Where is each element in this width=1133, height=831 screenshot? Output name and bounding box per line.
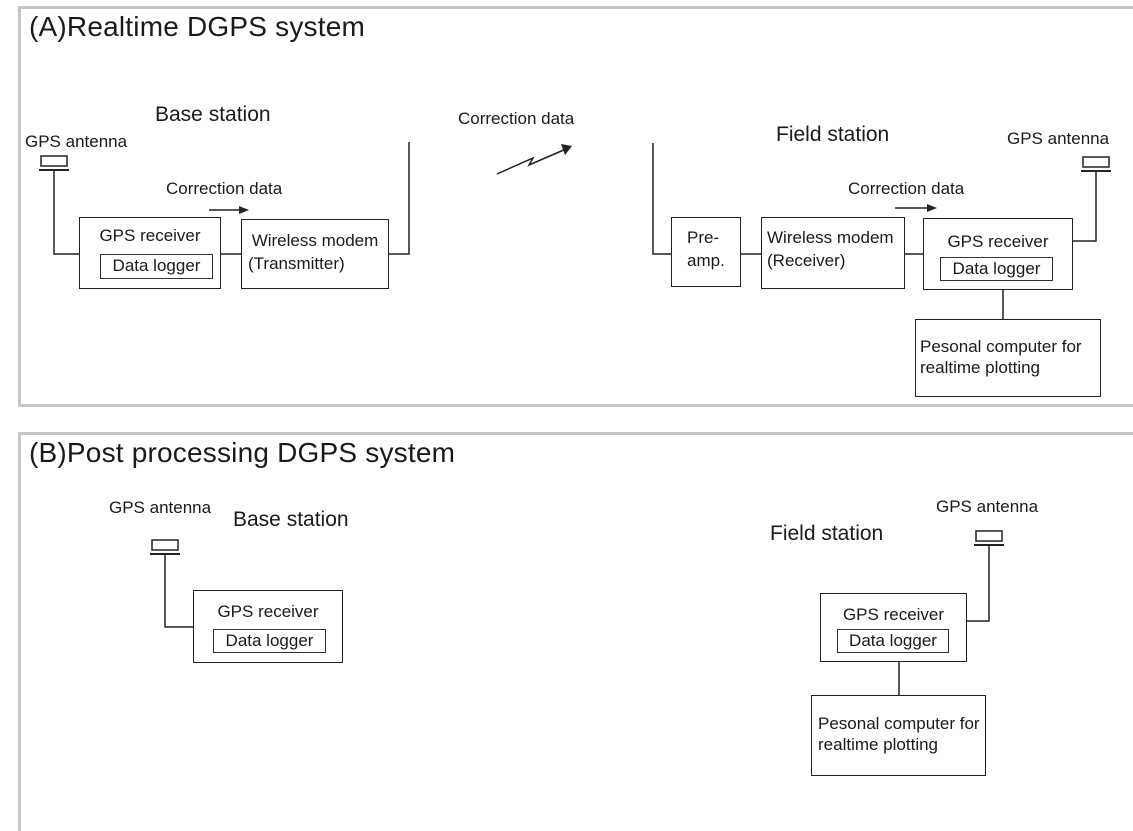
panel-b-title: (B)Post processing DGPS system xyxy=(29,437,456,468)
base-station-label: Base station xyxy=(155,103,271,126)
preamp-sublabel: amp. xyxy=(687,251,725,270)
arrow-right-icon xyxy=(209,206,249,214)
panel-realtime-dgps: (A)Realtime DGPS system xyxy=(18,6,1133,407)
gps-receiver-box: GPS receiver Data logger xyxy=(820,593,967,662)
modem-label: Wireless modem xyxy=(767,228,894,247)
gps-antenna-label: GPS antenna xyxy=(1007,129,1110,148)
data-logger-box: Data logger xyxy=(837,629,949,653)
gps-antenna-label: GPS antenna xyxy=(936,497,1039,516)
radio-link-arrow-icon xyxy=(496,144,572,175)
panel-post-processing-dgps: (B)Post processing DGPS system GPS anten… xyxy=(18,432,1133,831)
data-logger-box: Data logger xyxy=(100,254,213,279)
panel-a-title: (A)Realtime DGPS system xyxy=(29,11,365,42)
data-logger-box: Data logger xyxy=(940,257,1053,281)
gps-receiver-label: GPS receiver xyxy=(217,602,319,621)
gps-antenna-label: GPS antenna xyxy=(25,132,128,151)
gps-receiver-label: GPS receiver xyxy=(947,232,1049,251)
wireless-modem-transmitter-box: Wireless modem (Transmitter) xyxy=(241,219,389,289)
pc-label-line1: Pesonal computer for xyxy=(818,714,980,733)
gps-receiver-label: GPS receiver xyxy=(99,226,201,245)
gps-antenna-label: GPS antenna xyxy=(109,498,212,517)
preamp-label: Pre- xyxy=(687,228,720,247)
correction-data-label: Correction data xyxy=(848,179,965,198)
modem-sublabel: (Transmitter) xyxy=(248,254,345,273)
pc-label-line2: realtime plotting xyxy=(818,735,939,754)
gps-antenna-icon xyxy=(974,530,1004,551)
data-logger-box: Data logger xyxy=(213,629,326,653)
preamp-box: Pre- amp. xyxy=(671,217,741,287)
pc-label-line2: realtime plotting xyxy=(920,358,1041,377)
correction-data-label: Correction data xyxy=(166,179,283,198)
pc-label-line1: Pesonal computer for xyxy=(920,337,1082,356)
modem-label: Wireless modem xyxy=(251,231,379,250)
gps-receiver-label: GPS receiver xyxy=(842,605,945,624)
field-station-label: Field station xyxy=(776,123,890,146)
correction-data-label: Correction data xyxy=(458,109,575,128)
gps-receiver-box: GPS receiver Data logger xyxy=(193,590,343,663)
gps-receiver-box: GPS receiver Data logger xyxy=(79,217,221,289)
arrow-right-icon xyxy=(895,204,937,212)
base-station-label: Base station xyxy=(233,508,349,531)
wireless-modem-receiver-box: Wireless modem (Receiver) xyxy=(761,217,905,289)
modem-sublabel: (Receiver) xyxy=(767,251,846,270)
gps-receiver-box: GPS receiver Data logger xyxy=(923,218,1073,290)
gps-antenna-icon xyxy=(1081,156,1111,177)
gps-antenna-icon xyxy=(39,155,69,176)
personal-computer-box: Pesonal computer for realtime plotting xyxy=(811,695,986,776)
gps-antenna-icon xyxy=(150,539,180,560)
field-station-label: Field station xyxy=(770,522,884,545)
personal-computer-box: Pesonal computer for realtime plotting xyxy=(915,319,1101,397)
